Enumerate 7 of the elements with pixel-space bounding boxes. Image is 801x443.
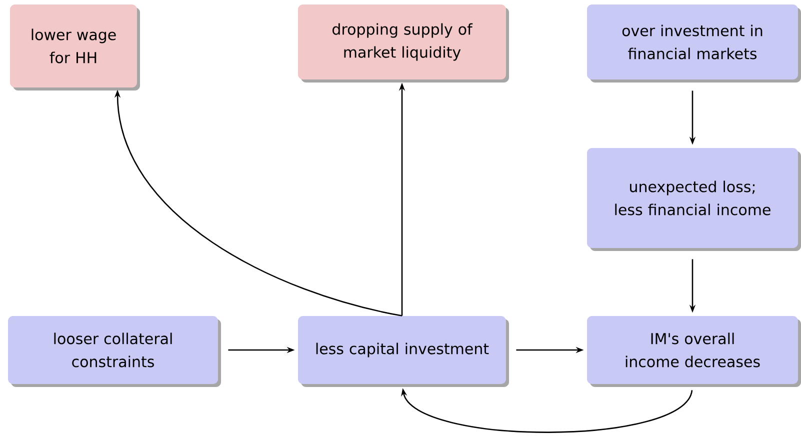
process-box: dropping supply of market liquidity bbox=[298, 4, 509, 82]
process-box: IM's overall income decreases bbox=[587, 316, 801, 387]
process-box: unexpected loss; less financial income bbox=[587, 148, 801, 251]
process-box: over investment in financial markets bbox=[587, 4, 801, 82]
process-box: lower wage for HH bbox=[10, 4, 140, 90]
process-box: less capital investment bbox=[298, 316, 509, 387]
process-box: looser collateral constraints bbox=[8, 316, 221, 387]
